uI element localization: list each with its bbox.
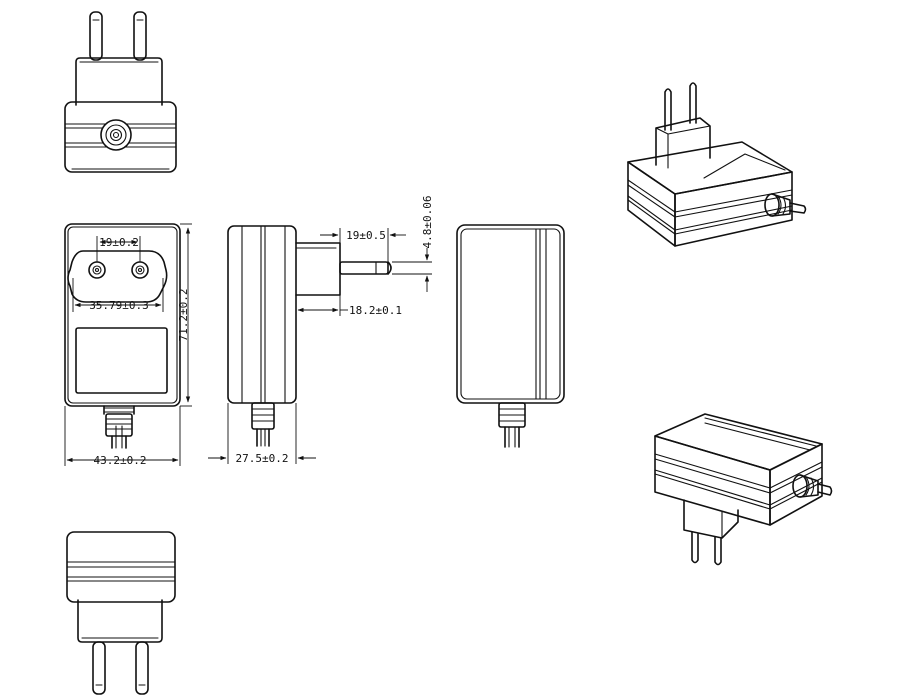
iso-view-plug-up: [627, 82, 807, 247]
dim-pin-diameter: 4.8±0.06: [421, 196, 434, 249]
top-view: [64, 11, 177, 173]
dim-outer-spacing: 35.79±0.3: [89, 299, 149, 312]
iso-view-plug-down: [654, 413, 833, 566]
side-view: 19±0.5 4.8±0.06 18.2±0.1 27.5±0.2: [208, 196, 434, 465]
bottom-view: [66, 531, 176, 695]
dim-plug-offset: 18.2±0.1: [349, 304, 402, 317]
dim-width: 43.2±0.2: [94, 454, 147, 467]
dim-height: 71.2±0.2: [177, 289, 190, 342]
dim-depth: 27.5±0.2: [236, 452, 289, 465]
dim-pin-length: 19±0.5: [346, 229, 386, 242]
front-view: 19±0.2 35.79±0.3 71.2±0.2 43.2±0.2: [64, 223, 192, 467]
dim-pin-spacing: 19±0.2: [99, 236, 139, 249]
back-view: [456, 224, 565, 448]
